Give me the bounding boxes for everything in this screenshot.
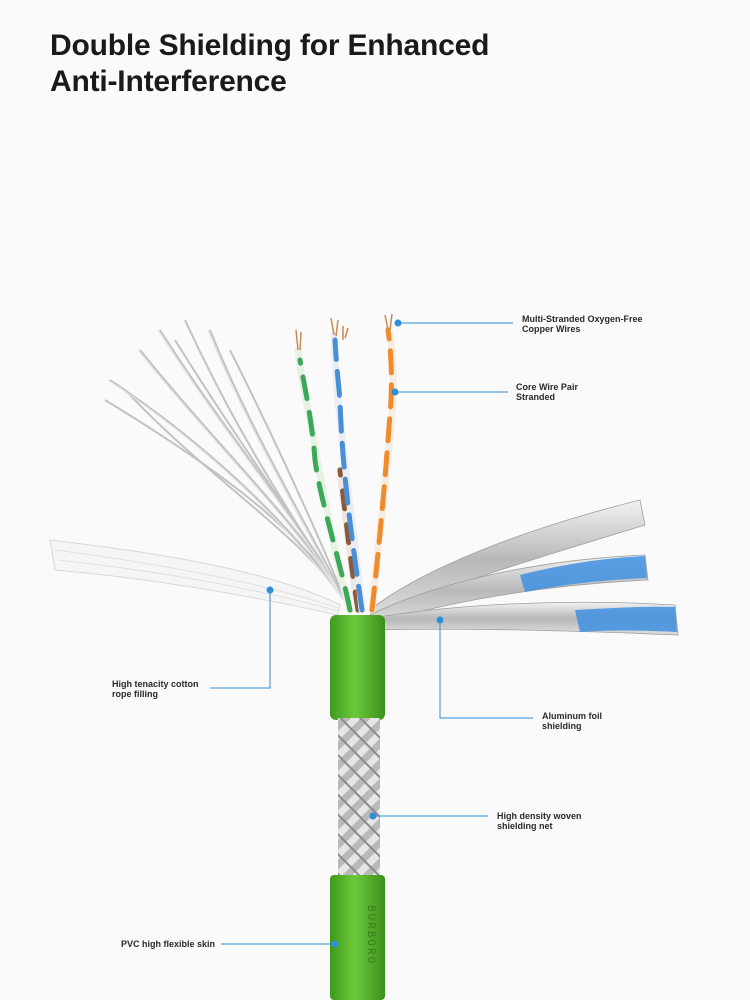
page-title: Double Shielding for Enhanced Anti-Inter… <box>50 28 489 100</box>
callout-braid-line1: High density woven <box>497 811 582 821</box>
cotton-filling <box>49 539 341 616</box>
callout-aluminum-foil: Aluminum foil shielding <box>542 711 602 731</box>
callout-dots <box>266 319 444 948</box>
callout-foil-line2: shielding <box>542 721 582 731</box>
callout-lines <box>210 322 533 945</box>
callout-cotton-line2: rope filling <box>112 689 158 699</box>
aluminum-foil <box>369 499 679 636</box>
callout-cotton-line1: High tenacity cotton <box>112 679 199 689</box>
callout-woven-net: High density woven shielding net <box>497 811 582 831</box>
callout-pvc-line1: PVC high flexible skin <box>121 939 216 949</box>
callout-dot-cotton <box>266 586 274 594</box>
callout-braid-line2: shielding net <box>497 821 553 831</box>
callout-dot-foil <box>436 616 444 624</box>
brand-mark: BURBORO <box>364 905 376 965</box>
title-line-2: Anti-Interference <box>50 65 287 98</box>
twisted-pairs <box>294 326 397 614</box>
braided-shield <box>338 718 380 880</box>
jacket-top <box>330 615 385 720</box>
callout-copper-line1: Multi-Stranded Oxygen-Free <box>522 314 643 324</box>
callout-pair-line2: Stranded <box>516 392 556 402</box>
callout-dot-copper <box>394 319 402 327</box>
callout-dot-braid <box>369 812 377 820</box>
jacket-bottom <box>330 875 385 1000</box>
callout-cotton-filling: High tenacity cotton rope filling <box>112 679 199 699</box>
callout-copper-line2: Copper Wires <box>522 324 581 334</box>
callout-foil-line1: Aluminum foil <box>542 711 602 721</box>
callout-dot-pair <box>391 388 399 396</box>
title-line-1: Double Shielding for Enhanced <box>50 29 490 62</box>
copper-tips <box>295 313 393 351</box>
callout-pair-line1: Core Wire Pair <box>516 382 578 392</box>
callout-core-pair: Core Wire Pair Stranded <box>516 382 578 402</box>
callout-copper-wires: Multi-Stranded Oxygen-Free Copper Wires <box>522 314 643 334</box>
callout-dot-pvc <box>331 940 339 948</box>
callout-pvc-skin: PVC high flexible skin <box>121 939 215 949</box>
